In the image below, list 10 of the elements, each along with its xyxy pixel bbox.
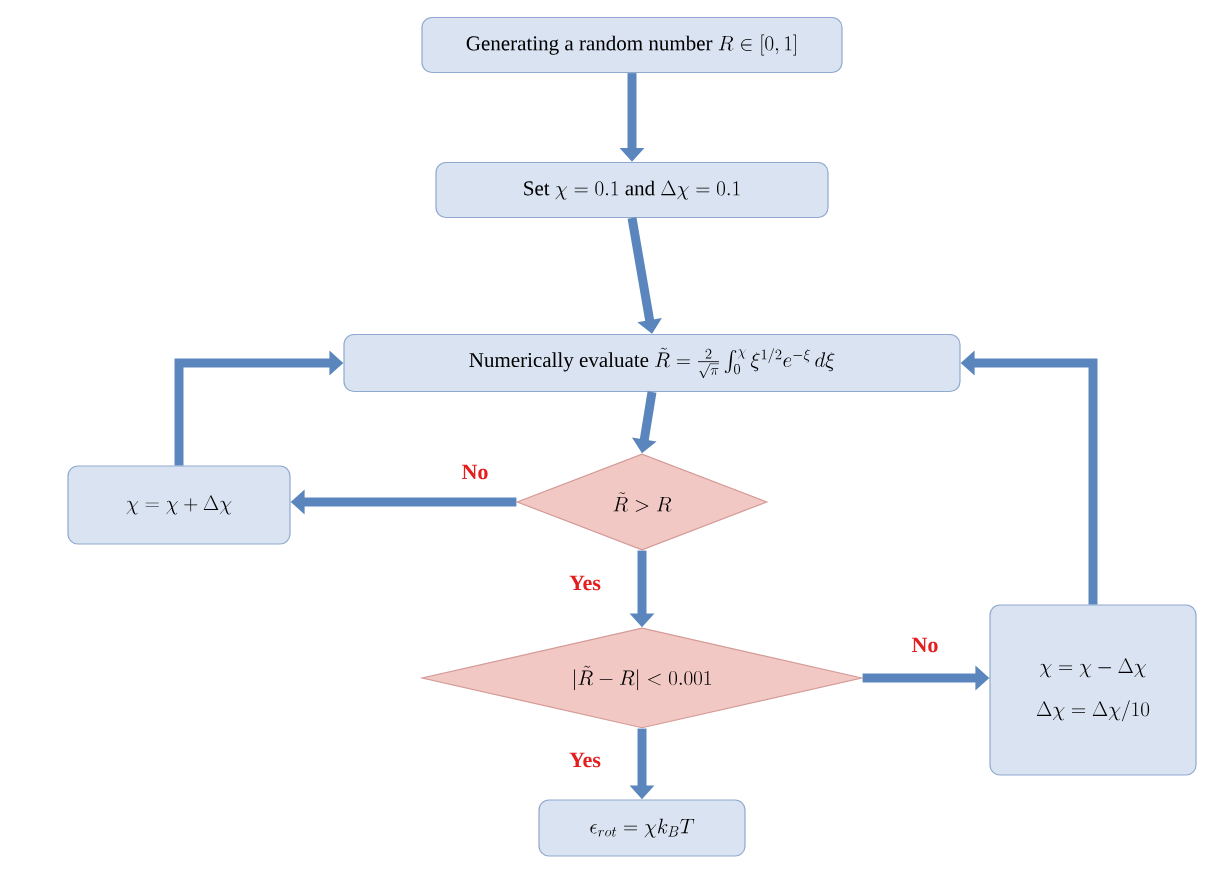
process-box: $\chi=\chi-\Delta\chi$ $\Delta\chi=\Delta\chi/10$	[989, 604, 1197, 776]
edge-label: No	[459, 462, 491, 482]
edge-label: Yes	[567, 750, 603, 770]
process-box: $\text{Generating a random number } R\in[0,1]$	[421, 16, 843, 74]
process-box: $\text{Numerically evaluate } \tilde{R}=\frac{2}{\sqrt{\pi}}\int_0^{\chi}\xi^{1/2}e^{-\xi}\,d\xi$	[343, 333, 961, 393]
process-box: $\chi=\chi+\Delta\chi$	[67, 465, 291, 545]
edge-label: Yes	[567, 573, 603, 593]
process-box: $\text{Set } \chi=0.1 \text{ and } \Delta\chi=0.1$	[435, 161, 829, 219]
process-box: $\epsilon_{rot}=\chi k_B T$	[538, 799, 746, 857]
edge-label: No	[909, 635, 941, 655]
